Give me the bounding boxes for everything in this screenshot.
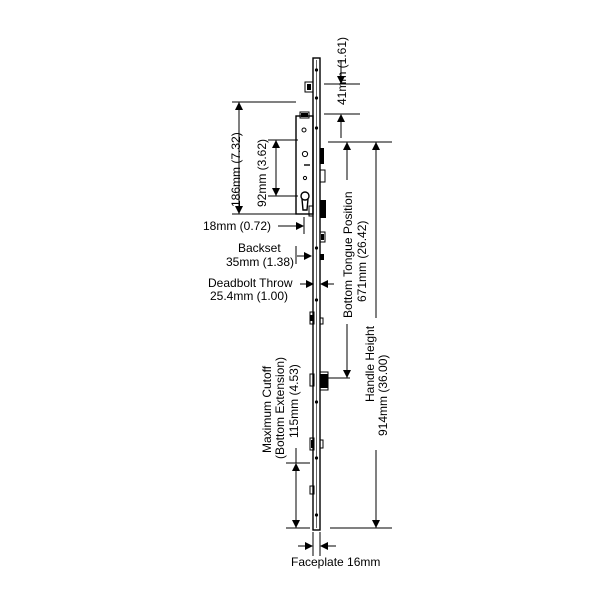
handle-height-title: Handle Height: [363, 325, 377, 402]
handle-height-dimension: Handle Height 914mm (36.00): [330, 142, 392, 529]
top-offset-dimension: 41mm (1.61): [324, 37, 360, 138]
backset-value: 35mm (1.38): [226, 255, 294, 269]
upper-cam: [304, 81, 314, 93]
dim-18-dimension: 18mm (0.72): [203, 217, 305, 234]
bottom-tongue-title: Bottom Tongue Position: [341, 191, 355, 318]
backset-dimension: Backset 35mm (1.38): [226, 241, 312, 269]
faceplate-label: Faceplate 16mm: [291, 555, 380, 569]
bottom-tongue-dimension: Bottom Tongue Position 671mm (26.42): [328, 141, 392, 379]
max-cutoff-sub: (Bottom Extension): [273, 357, 287, 459]
bottom-tongue: [309, 371, 329, 391]
gearbox-case: [295, 111, 314, 215]
case-height-dimension: 186mm (7.32): [229, 101, 296, 215]
deadbolt-title: Deadbolt Throw: [208, 276, 293, 290]
spindle-cylinder-dimension: 92mm (3.62): [255, 139, 298, 207]
max-cutoff-dimension: Maximum Cutoff (Bottom Extension) 115mm …: [260, 357, 310, 529]
case-height-label: 186mm (7.32): [229, 132, 243, 207]
max-cutoff-value: 115mm (4.53): [287, 364, 301, 438]
deadbolt-throw-dimension: Deadbolt Throw 25.4mm (1.00): [208, 276, 334, 303]
dim-18-label: 18mm (0.72): [203, 219, 271, 233]
backset-title: Backset: [238, 241, 281, 255]
handle-height-value: 914mm (36.00): [376, 355, 390, 436]
faceplate-width-dimension: Faceplate 16mm: [291, 532, 380, 569]
deadbolt-value: 25.4mm (1.00): [210, 289, 288, 303]
top-offset-label: 41mm (1.61): [335, 37, 349, 105]
faceplate-strip: [312, 57, 321, 531]
spindle-cylinder-label: 92mm (3.62): [255, 139, 269, 207]
max-cutoff-title: Maximum Cutoff: [260, 365, 274, 453]
lower-bolt: [309, 437, 324, 495]
latch-and-deadbolt: [308, 148, 326, 260]
middle-bolt: [309, 311, 324, 325]
bottom-tongue-value: 671mm (26.42): [355, 221, 369, 302]
